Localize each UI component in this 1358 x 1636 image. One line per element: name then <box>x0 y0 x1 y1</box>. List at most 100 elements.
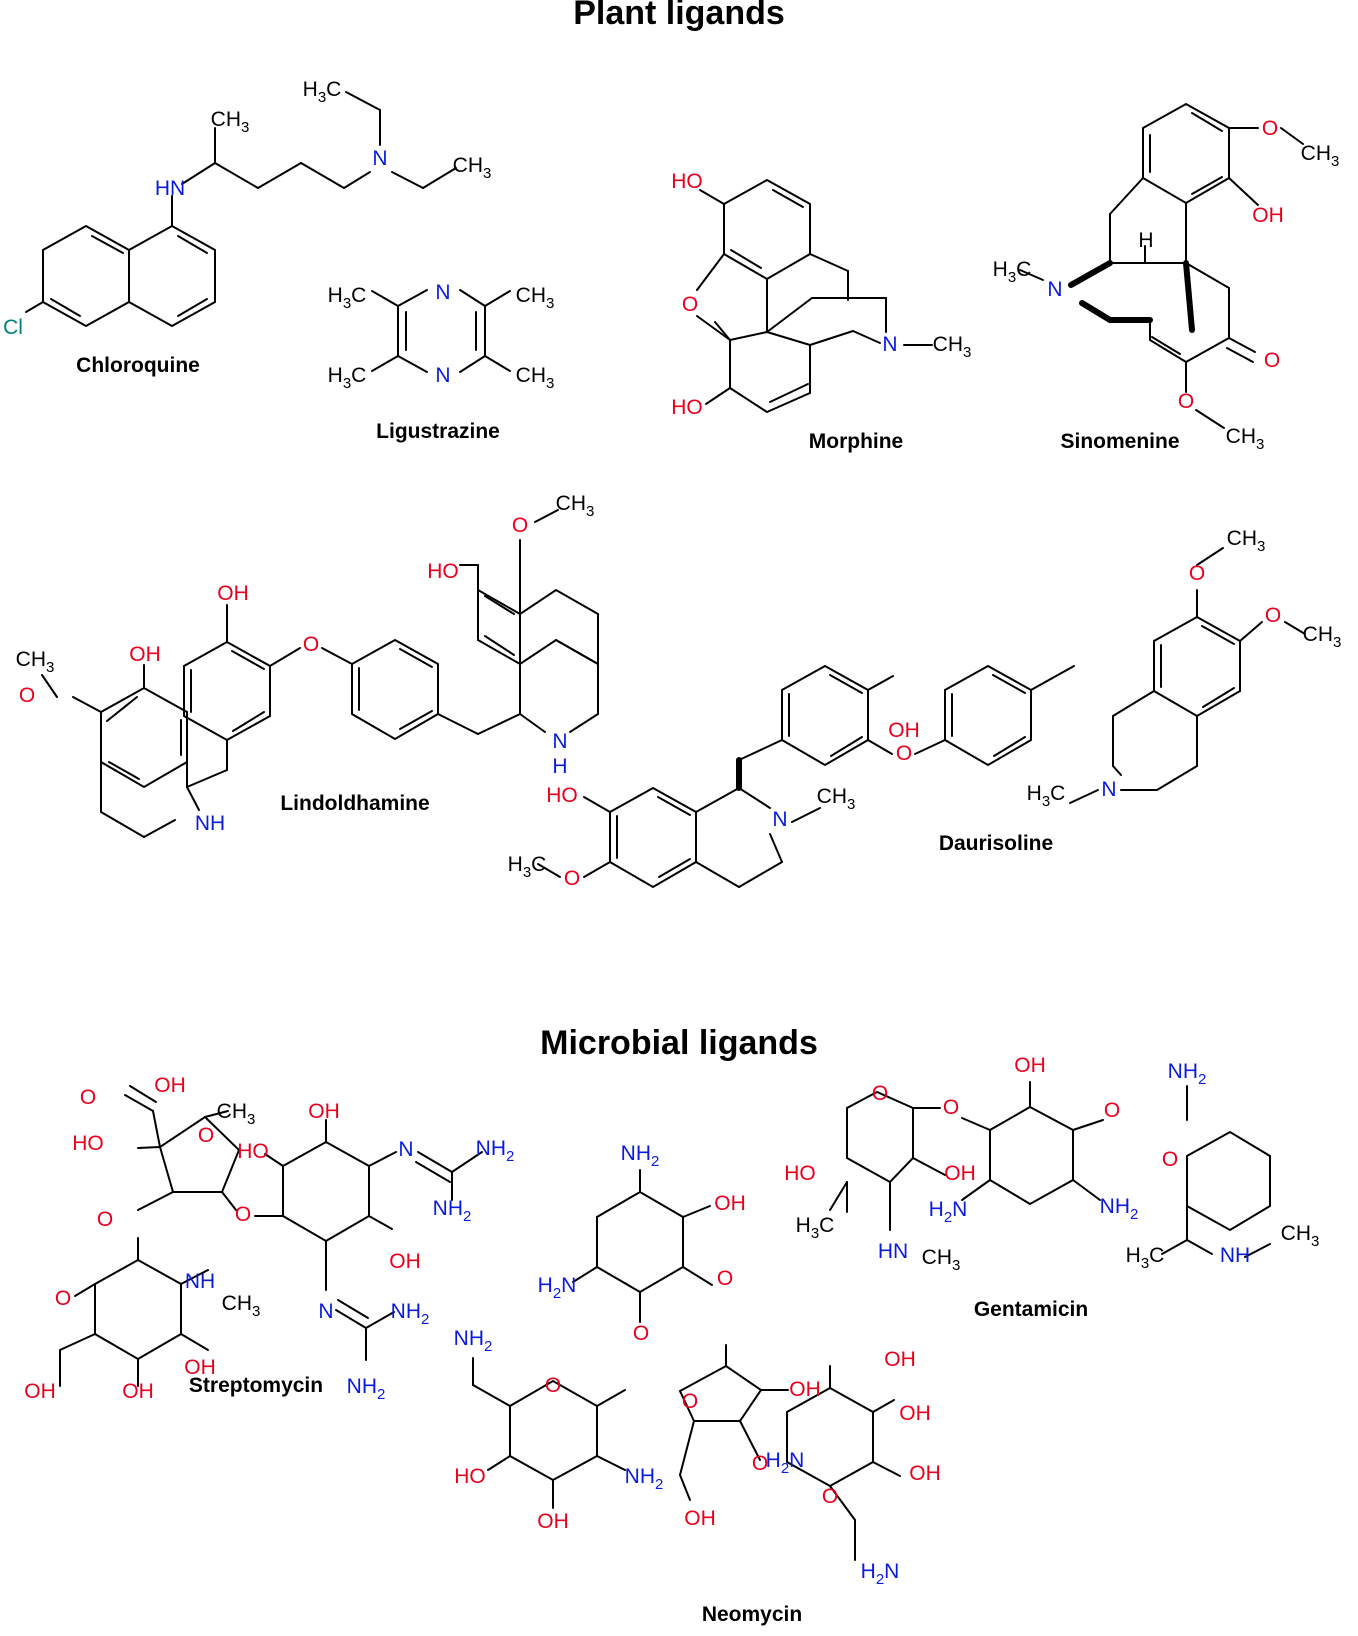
atom-label-oh: OH <box>714 1192 746 1215</box>
atom-label-nh2: NH2 <box>476 1137 515 1165</box>
atom-label-ch3: CH3 <box>1281 1222 1320 1250</box>
atom-label-oh: OH <box>1252 204 1284 227</box>
gentamicin-structure <box>829 1081 1271 1258</box>
sinomenine-structure <box>1019 102 1304 429</box>
morphine-structure <box>696 178 933 413</box>
atom-label-o: O <box>303 633 319 656</box>
streptomycin-structure <box>59 1085 483 1387</box>
gentamicin-label: Gentamicin <box>973 1298 1089 1321</box>
atom-label-ch3: CH3 <box>1227 527 1266 555</box>
atom-label-oh: OH <box>24 1380 56 1403</box>
atom-label-n: N <box>1101 778 1116 801</box>
atom-label-o: O <box>1162 1148 1178 1171</box>
atom-label-o: O <box>1104 1099 1120 1122</box>
microbial-ligands-title: Microbial ligands <box>540 1024 818 1062</box>
atom-label-nh: NH <box>185 1270 215 1293</box>
atom-label-ch3: CH3 <box>516 284 555 312</box>
atom-label-ho: HO <box>671 396 703 419</box>
atom-label-nh2: NH2 <box>1168 1060 1207 1088</box>
atom-label-ho: HO <box>237 1140 269 1163</box>
atom-label-oh: OH <box>899 1402 931 1425</box>
atom-label-h3c: H3C <box>993 258 1032 286</box>
atom-label-ch3: CH3 <box>1303 623 1342 651</box>
atom-label-oh: OH <box>1014 1054 1046 1077</box>
atom-label-h3c: H3C <box>796 1214 835 1242</box>
atom-label-o: O <box>896 742 912 765</box>
atom-label-oh: OH <box>217 582 249 605</box>
atom-label-o: O <box>1189 562 1205 585</box>
atom-label-h3c: H3C <box>1027 782 1066 810</box>
atom-label-n: N <box>318 1300 333 1323</box>
atom-label-h: H <box>552 755 567 778</box>
atom-label-h3c: H3C <box>1126 1244 1165 1272</box>
atom-label-o: O <box>1265 604 1281 627</box>
atom-label-o: O <box>1264 349 1280 372</box>
atom-label-o: O <box>545 1374 561 1397</box>
atom-label-oh: OH <box>888 719 920 742</box>
atom-label-oh: OH <box>789 1378 821 1401</box>
atom-label-ch3: CH3 <box>217 1100 256 1128</box>
atom-label-o: O <box>97 1208 113 1231</box>
atom-label-ch3: CH3 <box>933 333 972 361</box>
neomycin-structure <box>472 1169 901 1561</box>
atom-label-ch3: CH3 <box>453 154 492 182</box>
atom-label-h3c: H3C <box>328 284 367 312</box>
atom-label-h2n: H2N <box>861 1560 900 1588</box>
atom-label-nh2: NH2 <box>625 1465 664 1493</box>
atom-label-h3c: H3C <box>328 364 367 392</box>
atom-label-o: O <box>512 514 528 537</box>
atom-label-ch3: CH3 <box>1226 425 1265 453</box>
atom-label-o: O <box>80 1086 96 1109</box>
atom-label-oh: OH <box>537 1510 569 1533</box>
atom-label-ch3: CH3 <box>922 1246 961 1274</box>
neomycin-label: Neomycin <box>701 1603 803 1626</box>
atom-label-n: N <box>1047 278 1062 301</box>
atom-label-oh: OH <box>944 1162 976 1185</box>
atom-label-o: O <box>633 1322 649 1345</box>
atom-label-h3c: H3C <box>508 853 547 881</box>
atom-label-n: N <box>772 808 787 831</box>
atom-label-oh: OH <box>684 1507 716 1530</box>
atom-label-ho: HO <box>72 1132 104 1155</box>
atom-label-n: N <box>882 333 897 356</box>
atom-label-hn: HN <box>878 1240 908 1263</box>
atom-label-nh: NH <box>195 812 225 835</box>
atom-label-ch3: CH3 <box>516 364 555 392</box>
atom-label-h: H <box>1138 229 1153 252</box>
atom-label-o: O <box>198 1124 214 1147</box>
atom-label-oh: OH <box>909 1462 941 1485</box>
atom-label-o: O <box>19 684 35 707</box>
atom-label-ho: HO <box>784 1162 816 1185</box>
atom-label-ch3: CH3 <box>817 785 856 813</box>
atom-label-nh2: NH2 <box>621 1142 660 1170</box>
atom-label-oh: OH <box>389 1250 421 1273</box>
atom-label-o: O <box>1262 117 1278 140</box>
atom-label-o: O <box>717 1267 733 1290</box>
atom-label-o: O <box>682 293 698 316</box>
atom-label-nh2: NH2 <box>391 1300 430 1328</box>
atom-label-oh: OH <box>884 1348 916 1371</box>
sinomenine-label: Sinomenine <box>1060 430 1180 453</box>
ligustrazine-label: Ligustrazine <box>376 420 500 443</box>
atom-label-cl: Cl <box>3 316 23 339</box>
lindoldhamine-label: Lindoldhamine <box>280 792 430 815</box>
atom-label-oh: OH <box>129 643 161 666</box>
atom-label-nh2: NH2 <box>433 1197 472 1225</box>
atom-label-o: O <box>752 1452 768 1475</box>
chloroquine-label: Chloroquine <box>76 354 200 377</box>
atom-label-h2n: H2N <box>766 1449 805 1477</box>
atom-label-ch3: CH3 <box>211 108 250 136</box>
atom-label-n: N <box>552 730 567 753</box>
atom-label-ch3: CH3 <box>222 1292 261 1320</box>
atom-label-oh: OH <box>154 1074 186 1097</box>
atom-label-ch3: CH3 <box>16 648 55 676</box>
atom-label-hn: HN <box>155 177 185 200</box>
atom-label-o: O <box>943 1096 959 1119</box>
atom-label-nh2: NH2 <box>1100 1195 1139 1223</box>
atom-label-oh: OH <box>308 1100 340 1123</box>
atom-label-n: N <box>435 281 450 304</box>
atom-label-n: N <box>398 1138 413 1161</box>
atom-label-oh: OH <box>122 1380 154 1403</box>
